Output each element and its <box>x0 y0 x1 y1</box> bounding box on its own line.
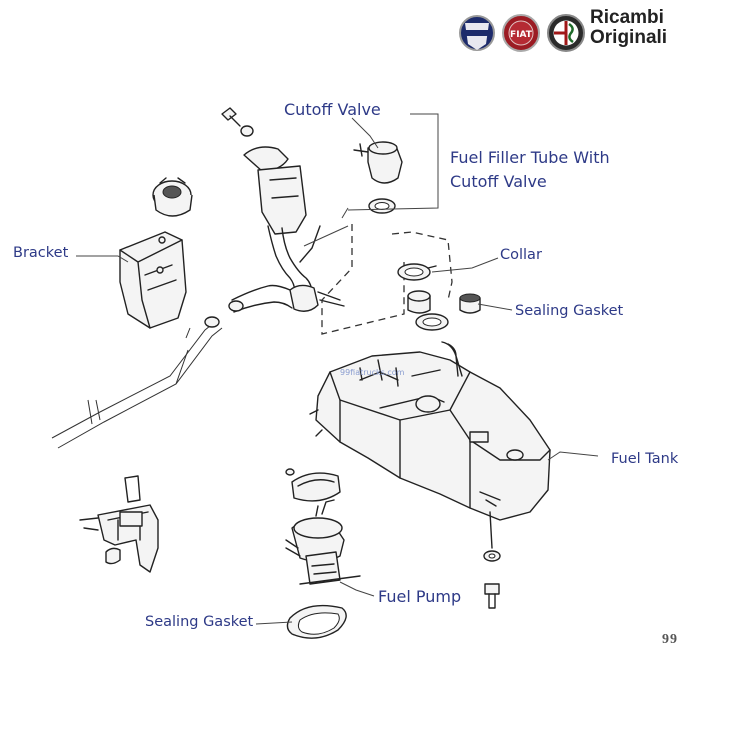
collar-upper-part <box>397 263 437 281</box>
cap-assembly-part <box>152 177 193 217</box>
label-bracket: Bracket <box>13 245 69 261</box>
label-cutoff-valve: Cutoff Valve <box>284 100 381 119</box>
label-fuel-tank: Fuel Tank <box>611 451 679 467</box>
dashed-group-mid <box>391 231 453 301</box>
brand-line-1: Ricambi <box>590 7 664 28</box>
brand-line-2: Originali <box>590 27 668 48</box>
fuel-lines <box>51 316 223 449</box>
label-sealing-gasket-bottom: Sealing Gasket <box>145 614 254 630</box>
fuel-tank-part: 99fiatrucks.com <box>309 341 551 521</box>
top-screw-part <box>221 107 254 137</box>
bolt-part <box>483 511 501 609</box>
page-number: 99 <box>662 632 678 647</box>
filler-tube-part <box>228 146 345 313</box>
label-collar: Collar <box>500 247 542 263</box>
brand-ricambi-originali: Ricambi Originali <box>590 8 667 48</box>
label-fuel-pump: Fuel Pump <box>378 587 462 606</box>
sealing-gasket-top-part <box>459 293 481 314</box>
svg-text:99fiatrucks.com: 99fiatrucks.com <box>340 368 405 377</box>
bracket-part <box>119 231 187 329</box>
dashed-group-left <box>321 224 405 335</box>
fiat-logo: FIAT <box>502 14 540 52</box>
label-fuel-filler-tube-line2: Cutoff Valve <box>450 172 547 191</box>
fuel-pump-part <box>285 468 361 585</box>
alfa-romeo-logo <box>547 14 585 52</box>
hose-part <box>407 290 431 314</box>
lower-bracket-part <box>79 475 159 573</box>
label-sealing-gasket-top: Sealing Gasket <box>515 303 624 319</box>
svg-text:FIAT: FIAT <box>510 30 533 40</box>
label-fuel-filler-tube-line1: Fuel Filler Tube With <box>450 148 610 167</box>
cutoff-valve-part <box>353 141 403 214</box>
lancia-logo <box>459 15 495 51</box>
sealing-gasket-bottom-part <box>286 604 347 639</box>
collar-lower-part <box>415 313 449 331</box>
leader-lines <box>76 113 599 625</box>
